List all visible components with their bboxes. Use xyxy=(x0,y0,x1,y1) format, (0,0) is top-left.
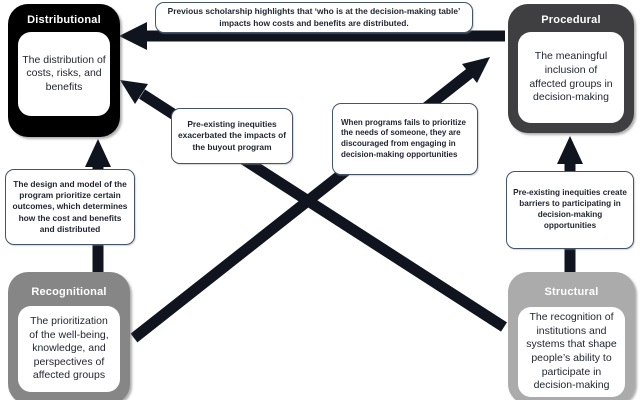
node-distributional-body: The distribution of costs, risks, and be… xyxy=(18,32,110,116)
node-recognitional: Recognitional The prioritization of the … xyxy=(8,272,130,400)
callout-inequities-exacerbated: Pre-existing inequities exacerbated the … xyxy=(171,108,293,164)
node-distributional-body-text: The distribution of costs, risks, and be… xyxy=(22,53,106,93)
node-structural: Structural The recognition of institutio… xyxy=(508,272,635,400)
arrow-procedural-to-distributional xyxy=(119,22,505,50)
node-structural-title: Structural xyxy=(544,286,599,298)
node-distributional-title: Distributional xyxy=(27,14,101,26)
callout-previous-scholarship: Previous scholarship highlights that ‘wh… xyxy=(155,2,473,33)
node-recognitional-body: The prioritization of the well-being, kn… xyxy=(18,306,120,392)
node-procedural-body-text: The meaningful inclusion of affected gro… xyxy=(529,50,613,104)
node-distributional: Distributional The distribution of costs… xyxy=(8,4,120,137)
callout-programs-fail: When programs fails to prioritize the ne… xyxy=(332,103,478,175)
callout-design-model: The design and model of the program prio… xyxy=(5,169,135,245)
node-structural-body: The recognition of institutions and syst… xyxy=(518,307,625,397)
node-recognitional-body-text: The prioritization of the well-being, kn… xyxy=(29,314,109,382)
node-recognitional-title: Recognitional xyxy=(31,286,107,298)
node-procedural-title: Procedural xyxy=(541,14,601,26)
node-procedural: Procedural The meaningful inclusion of a… xyxy=(508,4,634,133)
node-structural-body-text: The recognition of institutions and syst… xyxy=(526,311,617,392)
callout-barriers: Pre-existing inequities create barriers … xyxy=(506,171,634,249)
node-procedural-body: The meaningful inclusion of affected gro… xyxy=(518,32,624,123)
